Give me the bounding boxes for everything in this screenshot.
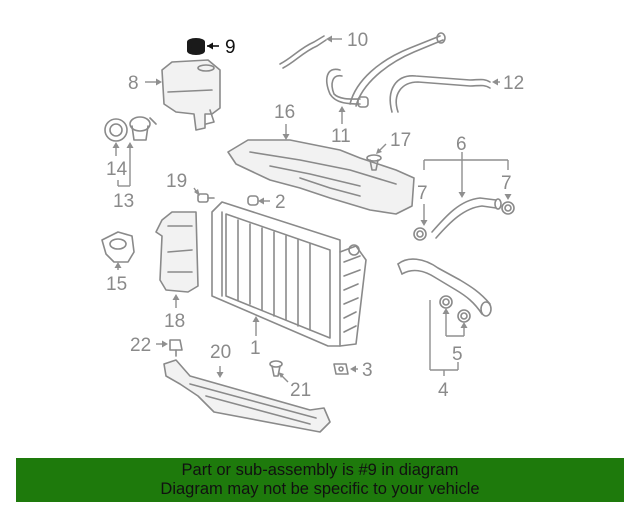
part-16-baffle bbox=[227, 139, 415, 215]
callout-7a[interactable]: 7 bbox=[417, 183, 428, 204]
callout-22[interactable]: 22 bbox=[130, 335, 151, 356]
part-5-clamp-a bbox=[439, 295, 453, 309]
callout-12[interactable]: 12 bbox=[503, 73, 524, 94]
callout-18[interactable]: 18 bbox=[164, 311, 185, 332]
part-13-thermostat bbox=[129, 116, 157, 141]
part-2-grommet bbox=[247, 195, 259, 206]
part-19-valve bbox=[197, 193, 215, 203]
callout-6[interactable]: 6 bbox=[456, 134, 467, 155]
part-22-fastener bbox=[169, 339, 183, 357]
banner-line-1: Part or sub-assembly is #9 in diagram bbox=[181, 461, 459, 479]
part-8-reservoir bbox=[161, 59, 221, 131]
callout-15[interactable]: 15 bbox=[106, 274, 127, 295]
part-4-hose bbox=[397, 258, 492, 317]
part-6-hose bbox=[431, 197, 502, 239]
callout-11[interactable]: 11 bbox=[331, 126, 351, 147]
callout-13[interactable]: 13 bbox=[113, 191, 134, 212]
callout-3[interactable]: 3 bbox=[362, 360, 373, 381]
part-17-pin bbox=[366, 154, 382, 171]
part-15-housing bbox=[101, 231, 135, 263]
part-7-clamp-a bbox=[413, 227, 427, 241]
callout-14[interactable]: 14 bbox=[106, 159, 128, 180]
callout-5[interactable]: 5 bbox=[452, 344, 463, 365]
callout-8[interactable]: 8 bbox=[128, 73, 139, 94]
callout-7b[interactable]: 7 bbox=[501, 173, 512, 194]
part-14-seal bbox=[104, 118, 128, 142]
part-21-pin bbox=[269, 360, 283, 377]
callout-20[interactable]: 20 bbox=[210, 342, 231, 363]
info-banner: Part or sub-assembly is #9 in diagram Di… bbox=[16, 458, 624, 502]
callout-17[interactable]: 17 bbox=[390, 130, 411, 151]
part-10-hose bbox=[279, 35, 327, 69]
part-7-clamp-b bbox=[501, 201, 515, 215]
part-18-deflector bbox=[155, 211, 199, 293]
callout-21[interactable]: 21 bbox=[290, 380, 311, 401]
part-20-air-deflector bbox=[163, 359, 331, 433]
parts-diagram: 9 8 10 11 12 bbox=[101, 30, 524, 433]
part-5-clamp-b bbox=[457, 309, 471, 323]
part-9-cap[interactable] bbox=[187, 38, 219, 55]
callout-1[interactable]: 1 bbox=[250, 338, 261, 359]
part-1-radiator bbox=[211, 201, 367, 347]
callout-4[interactable]: 4 bbox=[438, 380, 449, 401]
banner-line-2: Diagram may not be specific to your vehi… bbox=[160, 480, 480, 498]
part-11-hose bbox=[326, 68, 369, 108]
part-3-clip bbox=[333, 363, 349, 375]
callout-10[interactable]: 10 bbox=[347, 30, 368, 51]
callout-2[interactable]: 2 bbox=[275, 192, 286, 213]
callout-9[interactable]: 9 bbox=[225, 37, 236, 58]
callout-16[interactable]: 16 bbox=[274, 102, 295, 123]
part-12-hose bbox=[389, 75, 491, 113]
callout-19[interactable]: 19 bbox=[166, 171, 187, 192]
